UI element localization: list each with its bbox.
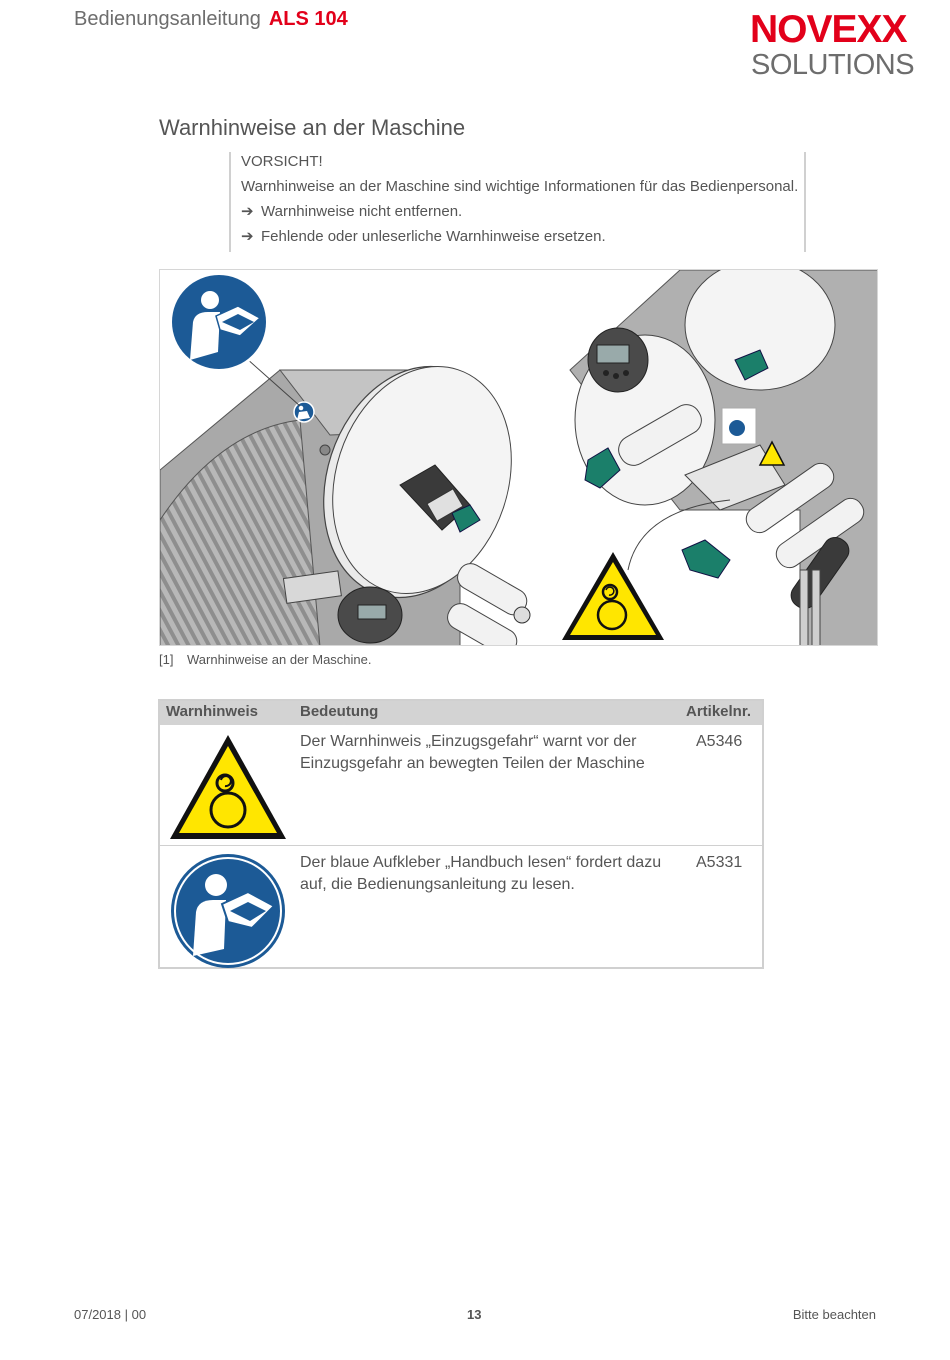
table-header: Warnhinweis Bedeutung Artikelnr.: [160, 701, 762, 725]
doc-type: Bedienungsanleitung: [74, 8, 261, 30]
notice-heading: VORSICHT!: [241, 153, 323, 170]
caption-number: [1]: [159, 652, 174, 667]
read-manual-sticker-icon: [293, 401, 315, 423]
company-logo: NOVEXX SOLUTIONS: [750, 8, 940, 82]
warning-signs-table: Warnhinweis Bedeutung Artikelnr. Der War…: [158, 699, 764, 969]
read-manual-sticker-icon: [729, 420, 745, 436]
control-display-left: [282, 570, 403, 644]
machine-illustration: [159, 269, 878, 646]
rollers-right: [618, 404, 865, 645]
model-name: ALS 104: [268, 8, 348, 30]
label-sticker: [721, 407, 757, 445]
notice-item-text: Fehlende oder unleserliche Warnhinweise …: [261, 228, 606, 245]
notice-item: ➔ Warnhinweise nicht entfernen.: [241, 202, 804, 227]
article-number: A5346: [696, 733, 743, 750]
logo-sub: SOLUTIONS: [751, 49, 915, 81]
caution-notice: VORSICHT! Warnhinweise an der Maschine s…: [229, 152, 806, 252]
column-header-sign: Warnhinweis: [166, 703, 258, 720]
callout-line: [245, 357, 301, 407]
logo-brand: NOVEXX: [750, 8, 908, 51]
table-row: Der blaue Aufkleber „Handbuch lesen“ for…: [160, 846, 762, 968]
sign-meaning: Der Warnhinweis „Einzugsgefahr“ warnt vo…: [300, 733, 645, 772]
read-manual-icon: [168, 854, 288, 968]
sign-meaning: Der blaue Aufkleber „Handbuch lesen“ for…: [300, 854, 662, 893]
green-knob: [681, 539, 731, 579]
read-manual-icon: [169, 272, 269, 372]
column-header-meaning: Bedeutung: [300, 703, 379, 720]
page-number: 13: [467, 1307, 482, 1322]
pinch-hazard-warning-icon: [168, 733, 288, 843]
caption-text: Warnhinweise an der Maschine.: [187, 652, 372, 667]
document-header: Bedienungsanleitung ALS 104: [74, 8, 348, 31]
footer-note: Bitte beachten: [792, 1307, 876, 1322]
green-knob: [584, 447, 621, 489]
notice-item: ➔ Fehlende oder unleserliche Warnhinweise…: [241, 227, 804, 252]
dispensing-plate: [684, 444, 786, 511]
arrow-right-icon: ➔: [241, 203, 254, 220]
arrow-right-icon: ➔: [241, 228, 254, 245]
table-row: Der Warnhinweis „Einzugsgefahr“ warnt vo…: [160, 725, 762, 846]
pinch-hazard-warning-icon: [562, 552, 664, 640]
figure-caption: [1] Warnhinweise an der Maschine.: [159, 652, 372, 667]
footer-date: 07/2018 | 00: [74, 1307, 147, 1322]
rollers-left: [447, 563, 531, 645]
pinch-hazard-sticker-icon: [758, 440, 786, 466]
reel-hub-left: [399, 464, 481, 533]
callout-line: [627, 499, 731, 571]
column-header-article: Artikelnr.: [686, 703, 752, 720]
green-knob: [734, 349, 769, 381]
notice-text: Warnhinweise an der Maschine sind wichti…: [241, 178, 799, 195]
section-title: Warnhinweise an der Maschine: [159, 115, 466, 140]
article-number: A5331: [696, 854, 743, 871]
notice-item-text: Warnhinweise nicht entfernen.: [261, 203, 463, 220]
control-display-right: [587, 327, 649, 393]
